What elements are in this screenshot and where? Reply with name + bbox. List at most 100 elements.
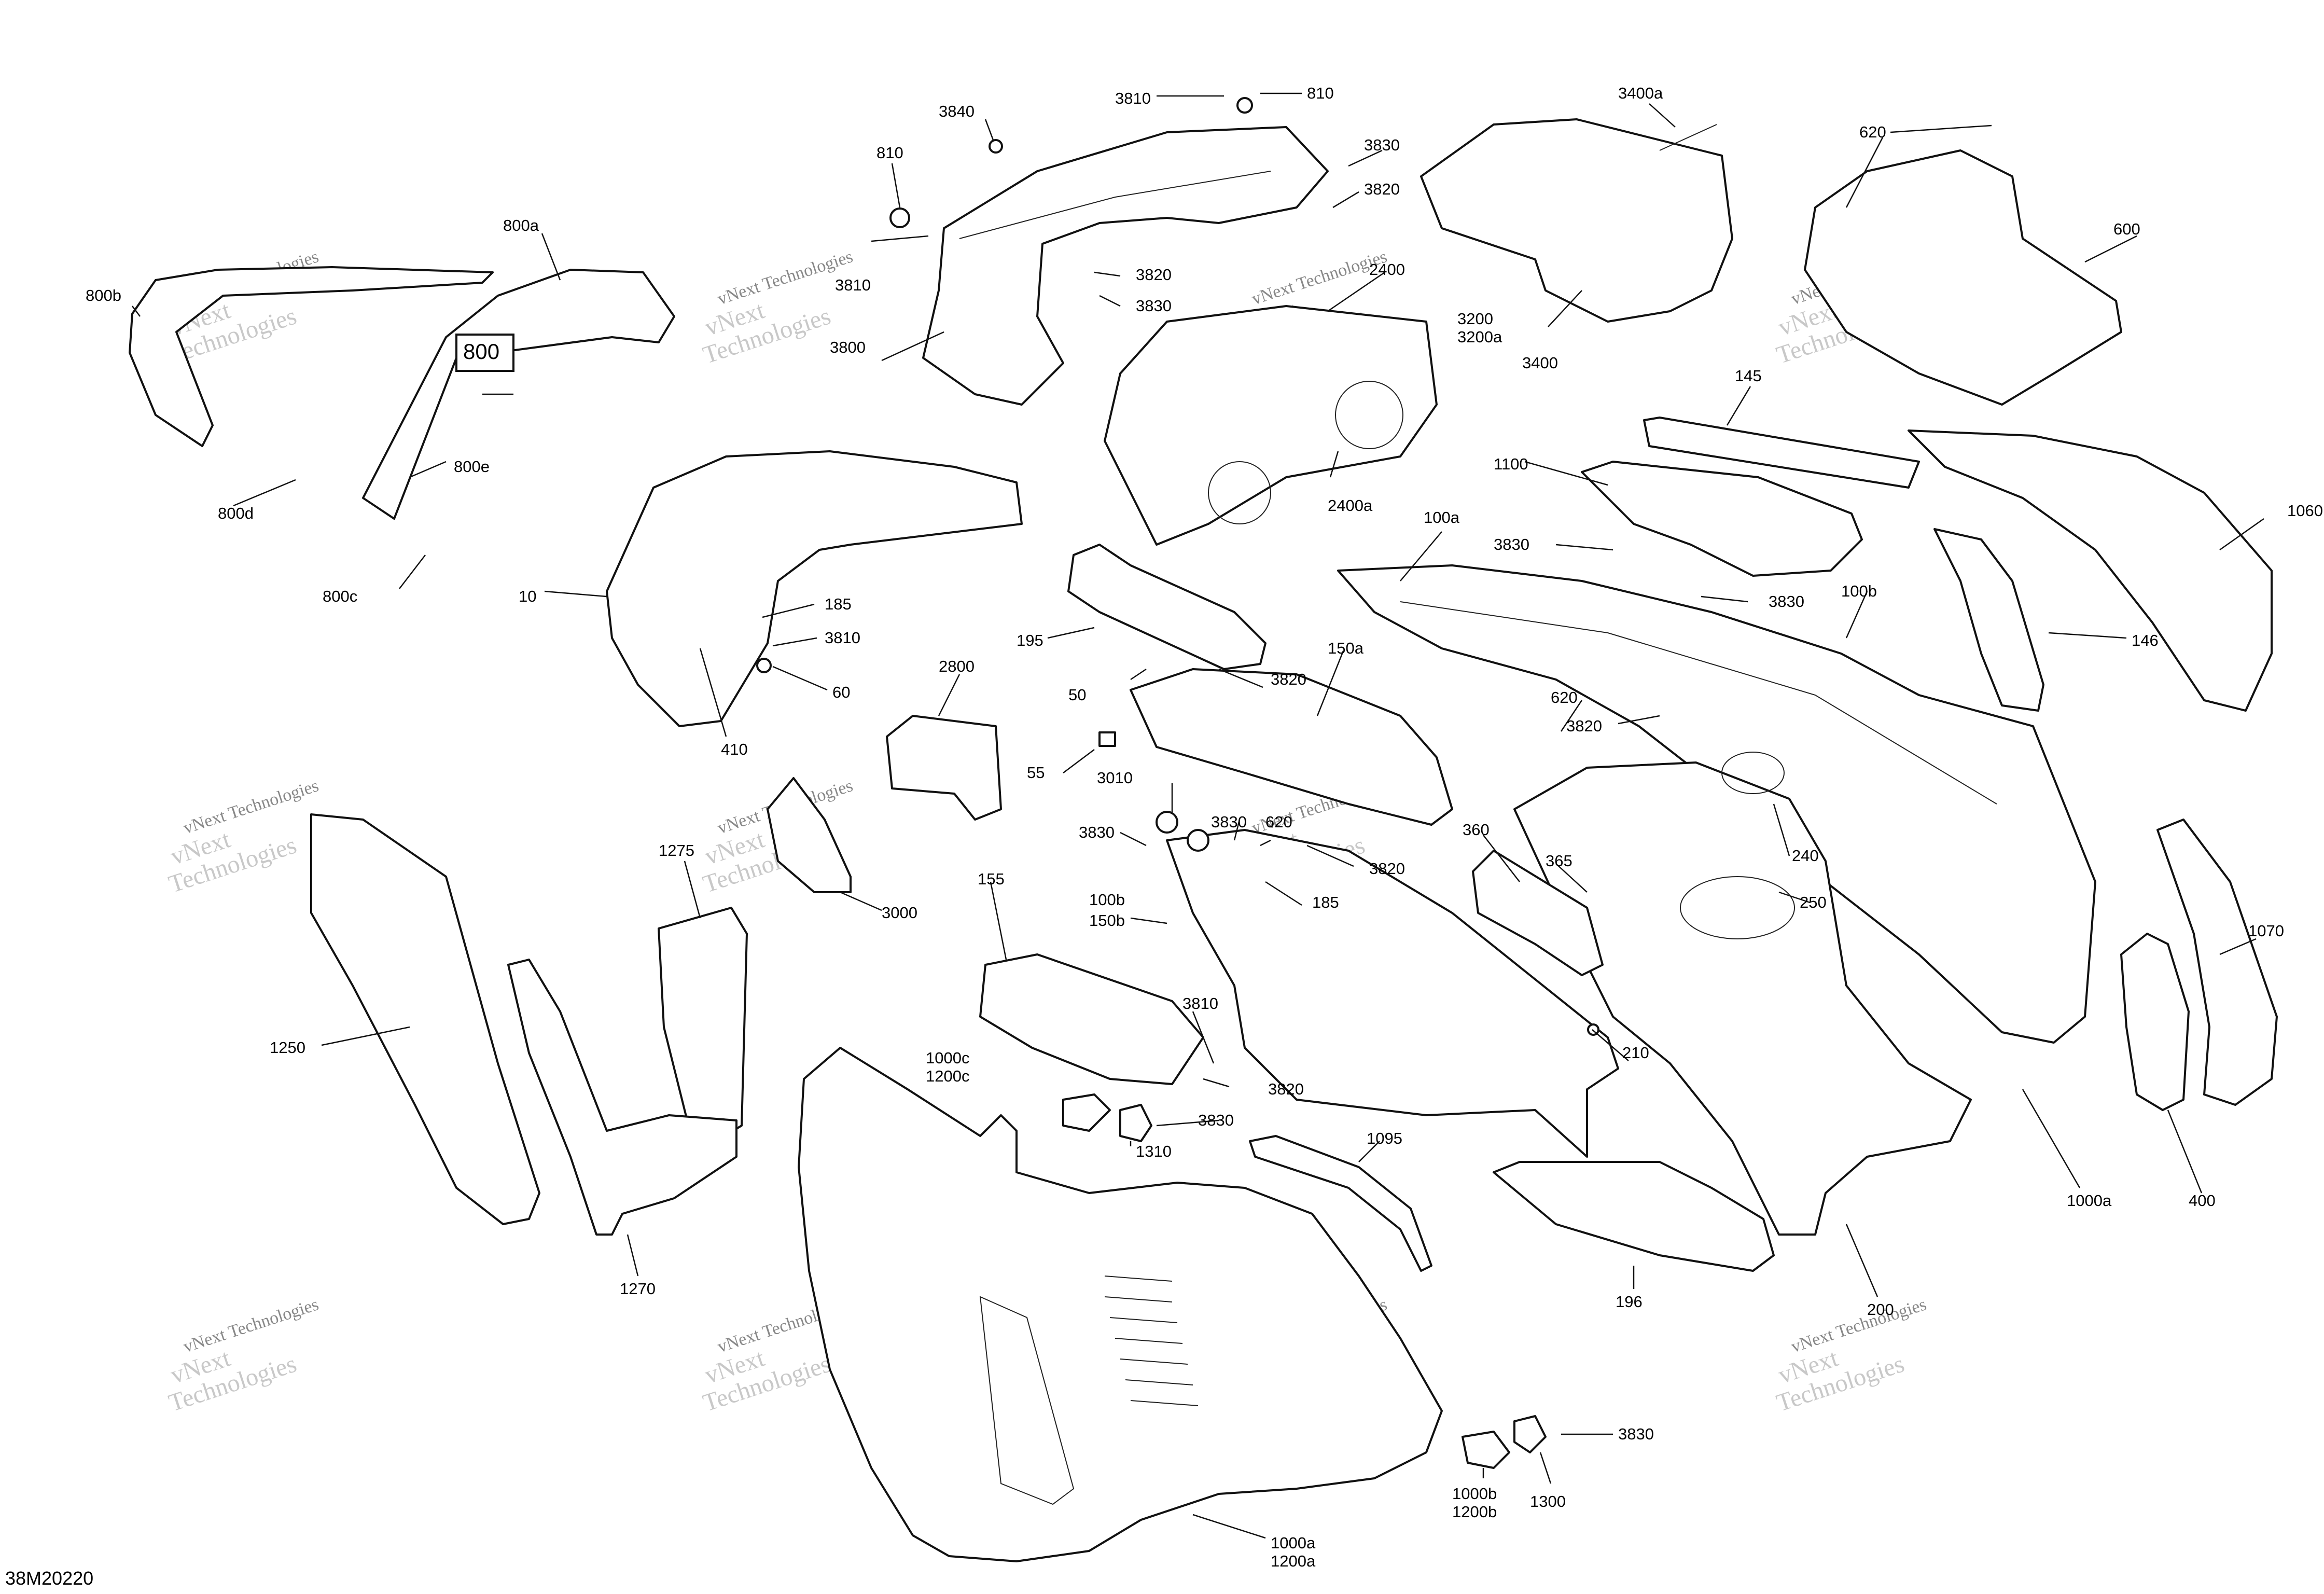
part-810-grommet-a[interactable] [1236,97,1253,114]
part-2400[interactable] [1104,305,1438,546]
label-100b: 100b [1089,891,1125,909]
label-145: 145 [1735,367,1762,385]
label-3820: 3820 [1271,670,1306,688]
label-410: 410 [721,740,748,758]
part-146[interactable] [1933,528,2044,712]
label-1310: 1310 [1136,1142,1172,1160]
label-3820: 3820 [1364,180,1400,198]
part-1300[interactable] [1513,1415,1547,1453]
part-1100[interactable] [1581,461,1863,577]
part-360[interactable] [1472,850,1604,976]
part-1095[interactable] [1249,1135,1432,1272]
parts [129,97,2278,1562]
part-1060[interactable] [1908,429,2273,712]
label-1200a: 1200a [1271,1552,1316,1570]
label-3830: 3830 [1494,535,1529,553]
part-1310[interactable] [1119,1104,1152,1142]
label-1270: 1270 [620,1280,656,1298]
label-150b: 150b [1089,911,1125,930]
label-150a: 150a [1328,639,1364,657]
label-800b: 800b [86,286,121,304]
label-210: 210 [1622,1044,1649,1062]
part-60-washer[interactable] [756,658,772,673]
label-3810: 3810 [825,629,860,647]
label-10: 10 [519,587,536,605]
part-1000c-1200c[interactable] [1062,1093,1111,1132]
label-100b: 100b [1841,582,1877,600]
part-200[interactable] [1513,761,1972,1236]
part-250[interactable] [1680,876,1795,939]
part-800b[interactable] [129,266,494,447]
part-240[interactable] [1721,752,1785,794]
label-810: 810 [876,144,903,162]
part-labels: 3810 810 3400a 3840 810 3830 3820 620 60… [86,84,2323,1570]
label-2400a: 2400a [1328,496,1373,515]
label-1200b: 1200b [1452,1503,1497,1521]
part-3000[interactable] [767,777,852,893]
label-3840: 3840 [939,102,975,120]
label-195: 195 [1017,631,1043,649]
part-196[interactable] [1493,1161,1775,1272]
label-3820: 3820 [1268,1080,1304,1098]
label-365: 365 [1546,852,1572,870]
label-3830: 3830 [1211,813,1247,831]
diagram-code: 38M20220 [5,1568,93,1589]
headlight-lens-right [1335,381,1403,449]
label-50: 50 [1068,686,1086,704]
part-150b[interactable] [1166,829,1619,1158]
part-1250[interactable] [310,813,540,1225]
part-810-grommet-b[interactable] [889,207,910,228]
svg-text:vNext Technologies: vNext Technologies [181,1295,321,1356]
part-3840-clip[interactable] [989,139,1003,154]
label-400: 400 [2189,1191,2216,1210]
label-3000: 3000 [882,904,917,922]
label-1275: 1275 [659,841,694,860]
label-185: 185 [1312,893,1339,911]
label-3800: 3800 [830,338,866,356]
label-800e: 800e [454,458,490,476]
label-240: 240 [1792,847,1819,865]
part-150a[interactable] [1130,668,1453,826]
label-3810: 3810 [835,276,871,294]
label-800d: 800d [218,504,254,522]
part-100a[interactable] [1337,564,2096,1044]
part-10[interactable] [606,450,1023,727]
label-1100: 1100 [1494,455,1528,473]
part-400[interactable] [2120,933,2190,1111]
label-3400a: 3400a [1618,84,1663,102]
part-3400[interactable] [1420,118,1733,323]
part-1000a-1200a[interactable] [798,1047,1443,1562]
part-1270[interactable] [507,959,737,1236]
part-2800[interactable] [886,715,1002,821]
part-145[interactable] [1643,417,1920,489]
part-1000b-1200b[interactable] [1462,1431,1510,1469]
label-3400: 3400 [1522,354,1558,372]
label-3830: 3830 [1079,823,1115,841]
label-2800: 2800 [939,657,975,675]
label-1200c: 1200c [926,1067,969,1085]
label-620: 620 [1859,123,1886,141]
part-600[interactable] [1804,149,2122,406]
svg-text:vNext Technologies: vNext Technologies [181,776,321,838]
leader-lines [132,92,2264,1539]
part-155[interactable] [979,953,1204,1085]
label-146: 146 [2132,631,2159,649]
part-3800[interactable] [922,126,1329,406]
part-3010-grommet-b[interactable] [1187,829,1209,852]
label-810: 810 [1307,84,1334,102]
label-155: 155 [978,870,1005,888]
part-195[interactable] [1067,544,1267,670]
part-1070[interactable] [2156,819,2278,1106]
part-1275[interactable] [658,907,748,1142]
label-box-800 [455,334,514,372]
part-800a[interactable] [362,269,675,520]
label-55: 55 [1027,764,1045,782]
part-3400a[interactable] [1659,124,1717,151]
part-3010-grommet[interactable] [1156,811,1178,834]
label-1095: 1095 [1367,1129,1402,1147]
label-1070: 1070 [2248,922,2284,940]
part-55-clip[interactable] [1098,731,1116,747]
